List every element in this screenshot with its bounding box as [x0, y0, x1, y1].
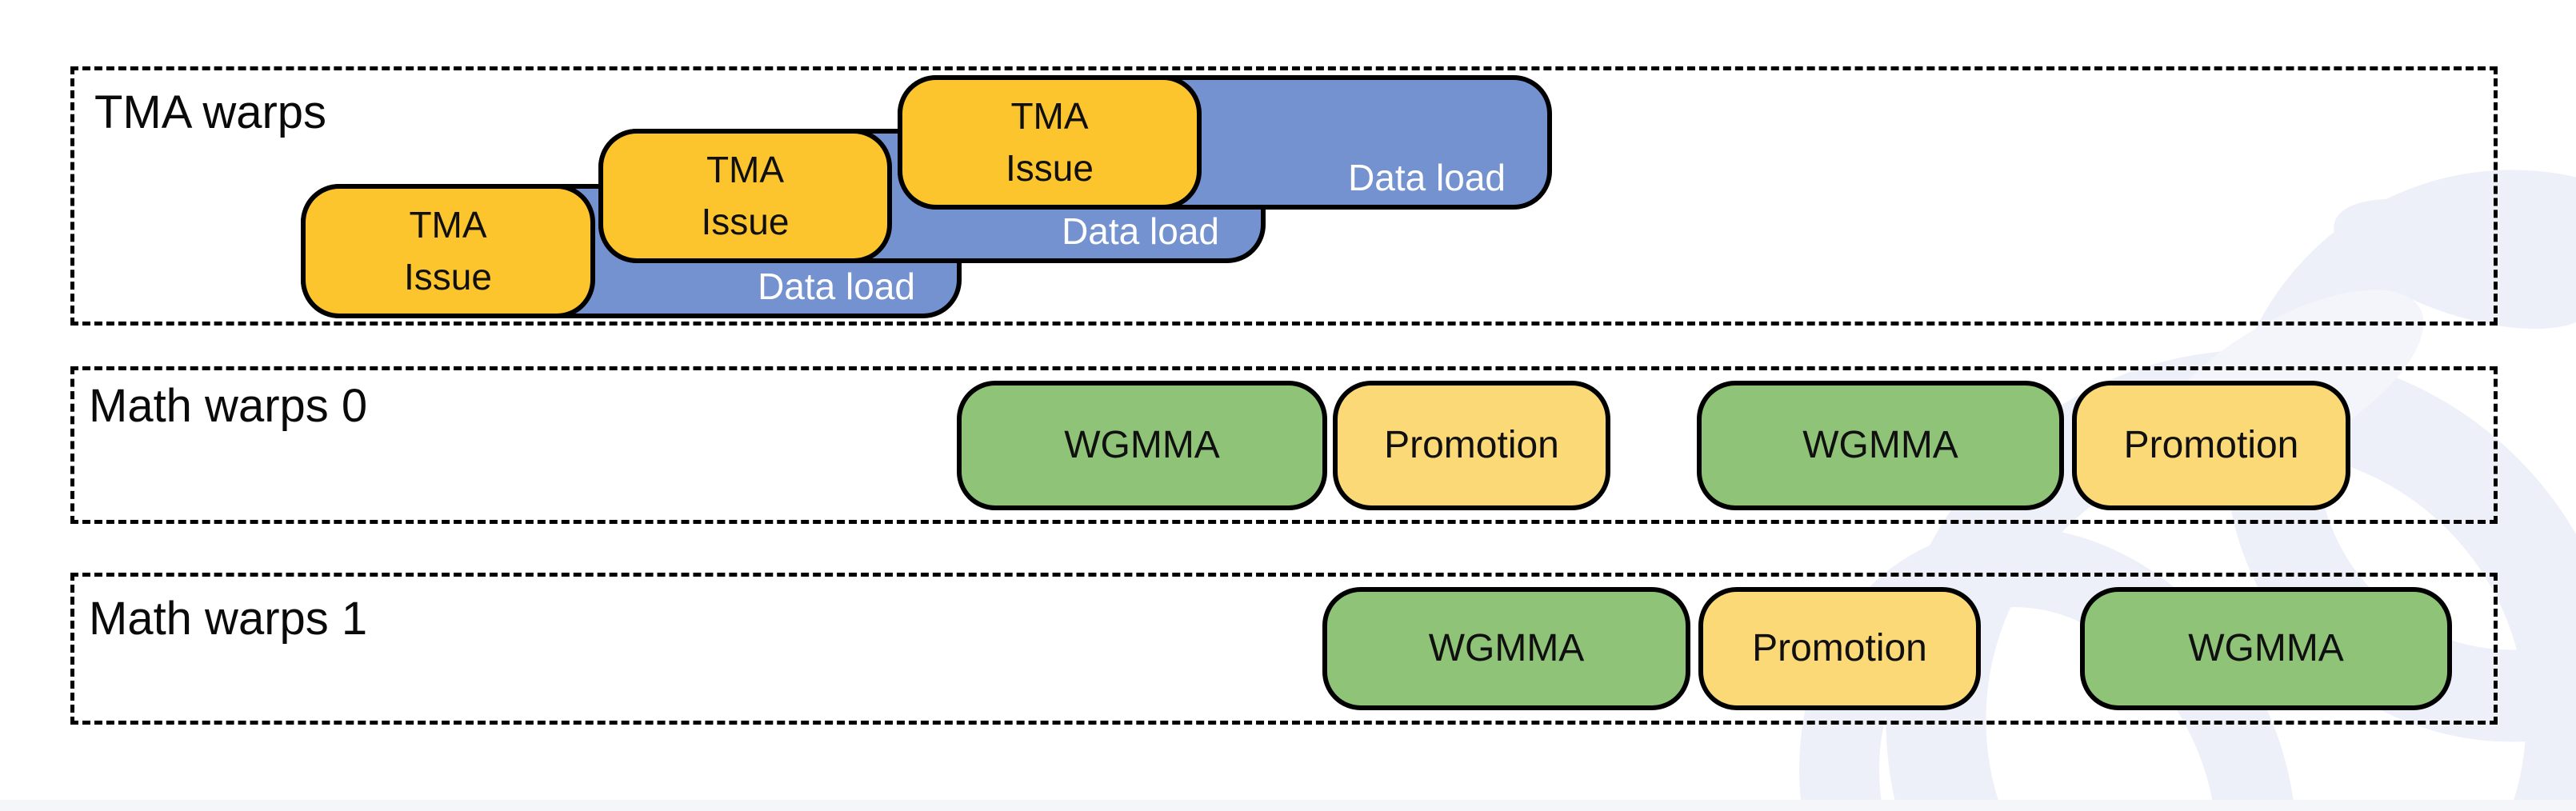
- promotion-label: Promotion: [1384, 423, 1559, 466]
- wgmma-box: WGMMA: [2080, 587, 2452, 710]
- promotion-label: Promotion: [2123, 423, 2299, 466]
- wgmma-box: WGMMA: [1322, 587, 1690, 710]
- tma-issue-label-line: TMA: [409, 203, 487, 246]
- tma-issue-label-line: Issue: [1006, 147, 1094, 189]
- wgmma-label: WGMMA: [2188, 626, 2344, 669]
- tma-issue-label-line: Issue: [404, 256, 492, 298]
- promotion-box: Promotion: [2072, 381, 2350, 510]
- wgmma-box: WGMMA: [1697, 381, 2064, 510]
- row-label-math-warps-0: Math warps 0: [89, 380, 368, 432]
- tma-issue-box: TMA Issue: [898, 75, 1202, 210]
- data-load-label: Data load: [1062, 210, 1219, 253]
- row-tma-warps: TMA warps: [70, 66, 2498, 326]
- wgmma-label: WGMMA: [1428, 626, 1585, 669]
- tma-issue-box: TMA Issue: [301, 184, 595, 318]
- tma-issue-label-line: TMA: [1010, 94, 1089, 137]
- promotion-box: Promotion: [1333, 381, 1610, 510]
- tma-issue-label-line: TMA: [706, 148, 785, 190]
- row-math-warps-0: Math warps 0: [70, 366, 2498, 524]
- row-label-math-warps-1: Math warps 1: [89, 593, 368, 645]
- wgmma-label: WGMMA: [1802, 423, 1958, 466]
- data-load-label: Data load: [1348, 157, 1506, 199]
- row-label-tma-warps: TMA warps: [94, 86, 327, 138]
- bottom-band: [0, 800, 2576, 811]
- wgmma-label: WGMMA: [1064, 423, 1220, 466]
- wgmma-box: WGMMA: [957, 381, 1327, 510]
- promotion-label: Promotion: [1752, 626, 1927, 669]
- tma-issue-box: TMA Issue: [598, 129, 892, 263]
- data-load-label: Data load: [758, 266, 915, 308]
- promotion-box: Promotion: [1698, 587, 1981, 710]
- tma-issue-label-line: Issue: [701, 201, 790, 242]
